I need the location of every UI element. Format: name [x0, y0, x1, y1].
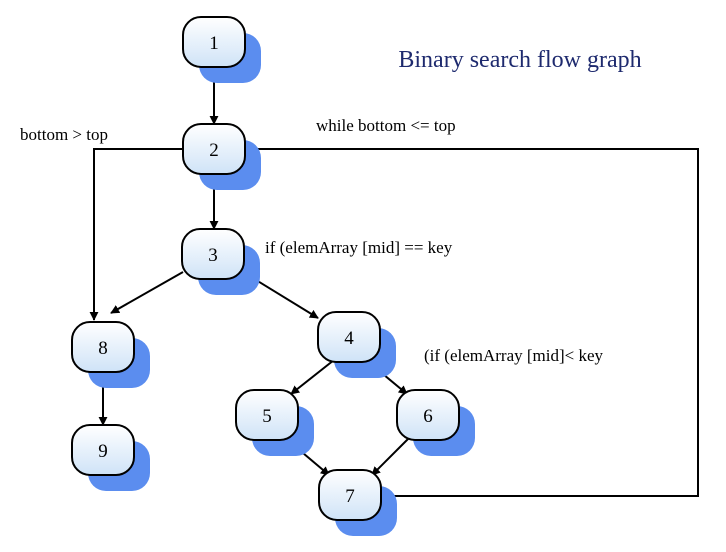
- node-2-box: [182, 123, 246, 175]
- node-8: 8: [71, 321, 150, 388]
- node-6: 6: [396, 389, 475, 456]
- node-1: 1: [182, 16, 261, 83]
- edge-2-8: [89, 148, 183, 321]
- node-3-box: [181, 228, 245, 280]
- edge-7-2: [246, 144, 699, 497]
- diagram-title: Binary search flow graph: [398, 47, 641, 73]
- node-4: 4: [317, 311, 396, 378]
- nodes-layer: 1 2 3 4 5 6 7 8 9: [71, 16, 475, 536]
- edge-label-if-equal: if (elemArray [mid] == key: [265, 238, 453, 257]
- node-1-box: [182, 16, 246, 68]
- node-3: 3: [181, 228, 260, 295]
- node-7-label: 7: [345, 486, 355, 507]
- node-9: 9: [71, 424, 150, 491]
- node-7-box: [318, 469, 382, 521]
- edge-4-5: [290, 359, 335, 395]
- node-3-label: 3: [208, 245, 218, 266]
- node-6-box: [396, 389, 460, 441]
- node-6-label: 6: [423, 406, 433, 427]
- node-2: 2: [182, 123, 261, 190]
- edge-label-bottom-gt-top: bottom > top: [20, 125, 108, 144]
- node-5: 5: [235, 389, 314, 456]
- node-5-box: [235, 389, 299, 441]
- node-9-box: [71, 424, 135, 476]
- edge-3-8: [110, 271, 184, 314]
- edge-label-while-loop: while bottom <= top: [316, 116, 456, 135]
- node-7: 7: [318, 469, 397, 536]
- node-8-label: 8: [98, 338, 108, 359]
- node-4-label: 4: [344, 328, 354, 349]
- node-2-label: 2: [209, 140, 219, 161]
- node-5-label: 5: [262, 406, 272, 427]
- node-1-label: 1: [209, 33, 219, 54]
- node-4-box: [317, 311, 381, 363]
- node-9-label: 9: [98, 441, 108, 462]
- edge-label-if-less: (if (elemArray [mid]< key: [424, 346, 604, 365]
- edges-layer: [89, 67, 699, 497]
- edge-6-7: [371, 436, 411, 476]
- node-8-box: [71, 321, 135, 373]
